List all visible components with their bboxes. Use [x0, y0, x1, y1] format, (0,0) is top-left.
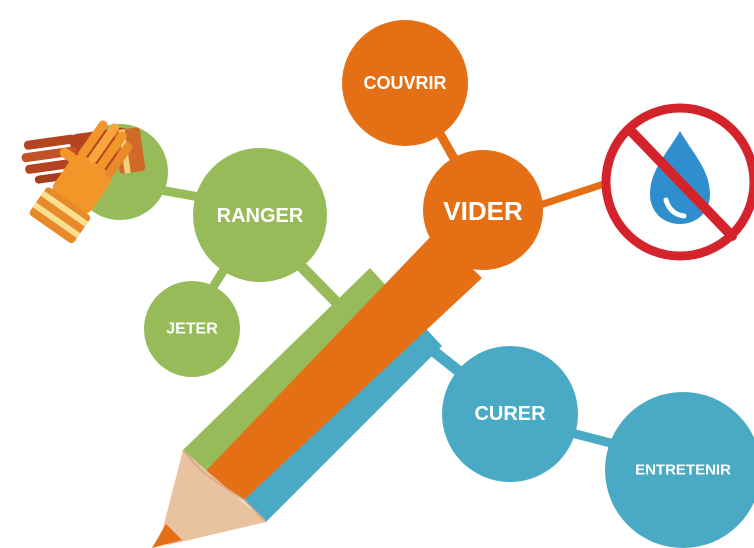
node-curer-group[interactable]: CURER: [442, 346, 578, 482]
node-ranger-group[interactable]: RANGER: [193, 148, 327, 282]
pencil: [152, 232, 482, 548]
pencil-blue-stripe: [244, 320, 442, 522]
node-couvrir-label: COUVRIR: [363, 73, 446, 93]
node-couvrir[interactable]: [342, 20, 468, 146]
pencil-orange-body: [204, 232, 482, 500]
node-ranger[interactable]: [193, 148, 327, 282]
node-entretenir-label: ENTRETENIR: [635, 462, 731, 479]
pencil-tip: [152, 524, 182, 548]
node-jeter[interactable]: [144, 281, 240, 377]
work-gloves-icon: [21, 120, 146, 244]
connector-vider-noflow: [538, 178, 612, 209]
node-couvrir-group[interactable]: COUVRIR: [342, 20, 468, 146]
node-jeter-label: JETER: [166, 321, 218, 338]
pencil-green-stripe: [183, 268, 392, 473]
pencil-wood: [160, 450, 266, 545]
node-entretenir[interactable]: [605, 392, 754, 548]
node-vider-group[interactable]: VIDER: [423, 150, 543, 270]
node-entretenir-group[interactable]: ENTRETENIR: [605, 392, 754, 548]
node-ranger-label: RANGER: [217, 205, 304, 227]
no-sign-slash: [625, 125, 737, 241]
pencil-wood-edge: [182, 449, 267, 523]
node-vider[interactable]: [423, 150, 543, 270]
node-vider-label: VIDER: [443, 196, 523, 226]
no-water-icon: [601, 103, 754, 261]
node-curer-label: CURER: [474, 403, 546, 425]
node-curer[interactable]: [442, 346, 578, 482]
node-jeter-group[interactable]: JETER: [144, 281, 240, 377]
